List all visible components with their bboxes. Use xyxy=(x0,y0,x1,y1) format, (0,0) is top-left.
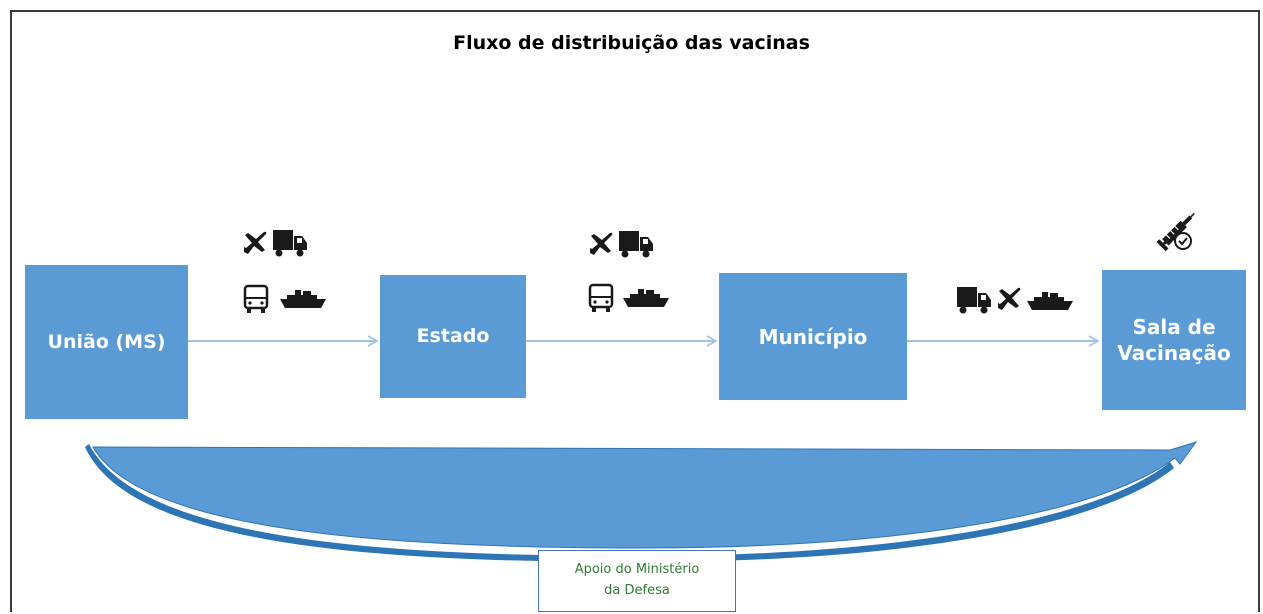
diagram-title: Fluxo de distribuição das vacinas xyxy=(453,32,810,54)
node-uniao: União (MS) xyxy=(25,265,188,419)
syringe-icon xyxy=(1156,212,1195,252)
node-sala-label-line1: Sala de xyxy=(1132,315,1216,339)
bus-icon xyxy=(243,284,269,313)
truck-icon xyxy=(273,230,307,257)
node-municipio: Município xyxy=(719,273,907,400)
ship-icon xyxy=(1027,292,1073,310)
airplane-icon xyxy=(998,287,1021,310)
node-municipio-label: Município xyxy=(758,324,868,349)
truck-icon xyxy=(957,287,991,314)
airplane-icon xyxy=(244,231,267,254)
node-sala-de-vacinacao: Sala de Vacinação xyxy=(1102,270,1246,410)
diagram-frame xyxy=(10,10,1260,612)
bus-icon xyxy=(588,283,614,312)
support-label-line1: Apoio do Ministério xyxy=(574,562,700,578)
node-uniao-label: União (MS) xyxy=(47,330,166,353)
truck-icon xyxy=(619,231,653,258)
support-label-line2: da Defesa xyxy=(604,583,670,598)
node-estado: Estado xyxy=(380,275,526,398)
ship-icon xyxy=(623,289,669,307)
node-estado-label: Estado xyxy=(416,325,490,348)
curved-support-arrow xyxy=(85,441,1198,562)
defense-ministry-support-box: Apoio do Ministério da Defesa xyxy=(538,550,736,612)
node-sala-label-line2: Vacinação xyxy=(1117,341,1231,365)
ship-icon xyxy=(280,290,326,308)
airplane-icon xyxy=(590,232,613,255)
